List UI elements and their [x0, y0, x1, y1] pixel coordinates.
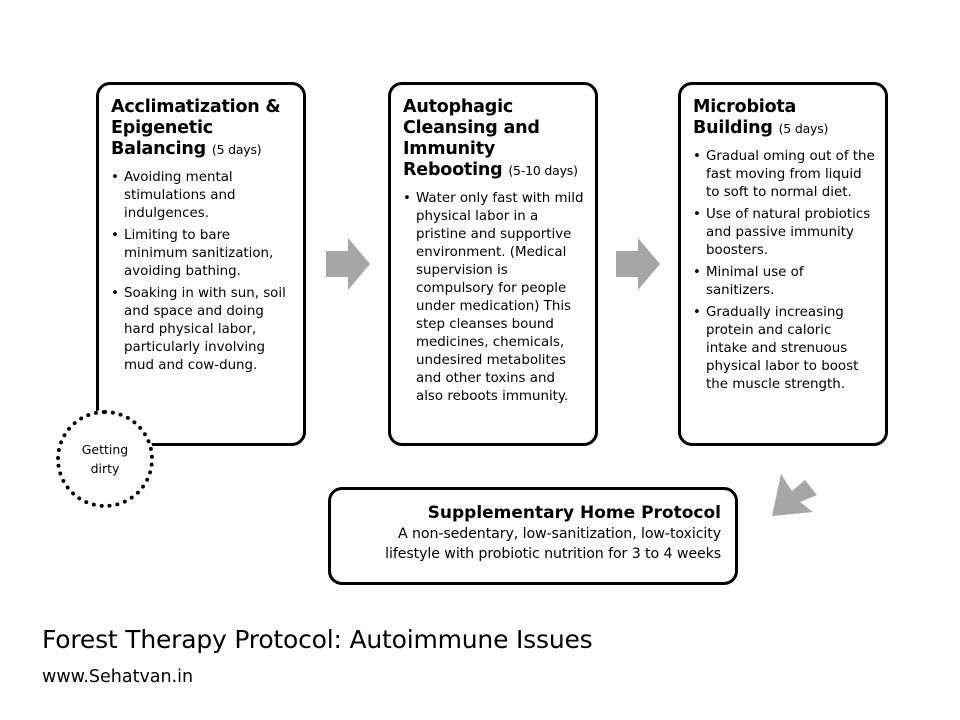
step-title: Acclimatization & Epigenetic Balancing (… — [111, 97, 293, 160]
step-bullet: Water only fast with mild physical labor… — [403, 190, 585, 406]
step-bullet: Minimal use of sanitizers. — [693, 264, 875, 300]
step-bullet: Avoiding mental stimulations and indulge… — [111, 169, 293, 223]
step-duration: (5 days) — [211, 142, 262, 157]
website-url: www.Sehatvan.in — [42, 667, 194, 687]
step-card-microbiota-building: Microbiota Building (5 days) Gradual omi… — [678, 82, 888, 446]
home-protocol-title: Supplementary Home Protocol — [427, 503, 721, 523]
step-card-acclimatization: Acclimatization & Epigenetic Balancing (… — [96, 82, 306, 446]
badge-label: Getting dirty — [81, 442, 129, 476]
down-left-arrow-icon — [772, 474, 817, 516]
step-card-autophagic-cleansing: Autophagic Cleansing and Immunity Reboot… — [388, 82, 598, 446]
step-title-text: Autophagic Cleansing and Immunity Reboot… — [403, 97, 540, 180]
step-bullet: Gradual oming out of the fast moving fro… — [693, 148, 875, 202]
step-title-text: Microbiota Building — [693, 97, 797, 138]
step-title: Autophagic Cleansing and Immunity Reboot… — [403, 97, 585, 181]
step-duration: (5 days) — [778, 121, 829, 136]
home-protocol-card: Supplementary Home Protocol A non-sedent… — [328, 487, 738, 585]
step-bullet: Limiting to bare minimum sanitization, a… — [111, 227, 293, 281]
step-bullet: Gradually increasing protein and caloric… — [693, 304, 875, 394]
step-duration: (5-10 days) — [508, 163, 578, 178]
page-title: Forest Therapy Protocol: Autoimmune Issu… — [42, 625, 593, 654]
step-title-text: Acclimatization & Epigenetic Balancing — [111, 97, 281, 159]
right-arrow-icon — [326, 238, 370, 290]
step-bullet-list: Gradual oming out of the fast moving fro… — [693, 148, 875, 394]
step-bullet-list: Avoiding mental stimulations and indulge… — [111, 169, 293, 375]
step-title: Microbiota Building (5 days) — [693, 97, 875, 139]
home-protocol-description: A non-sedentary, low-sanitization, low-t… — [385, 526, 721, 562]
right-arrow-icon — [616, 238, 660, 290]
step-bullet: Use of natural probiotics and passive im… — [693, 206, 875, 260]
step-bullet-list: Water only fast with mild physical labor… — [403, 190, 585, 406]
getting-dirty-badge: Getting dirty — [56, 410, 154, 508]
step-bullet: Soaking in with sun, soil and space and … — [111, 285, 293, 375]
